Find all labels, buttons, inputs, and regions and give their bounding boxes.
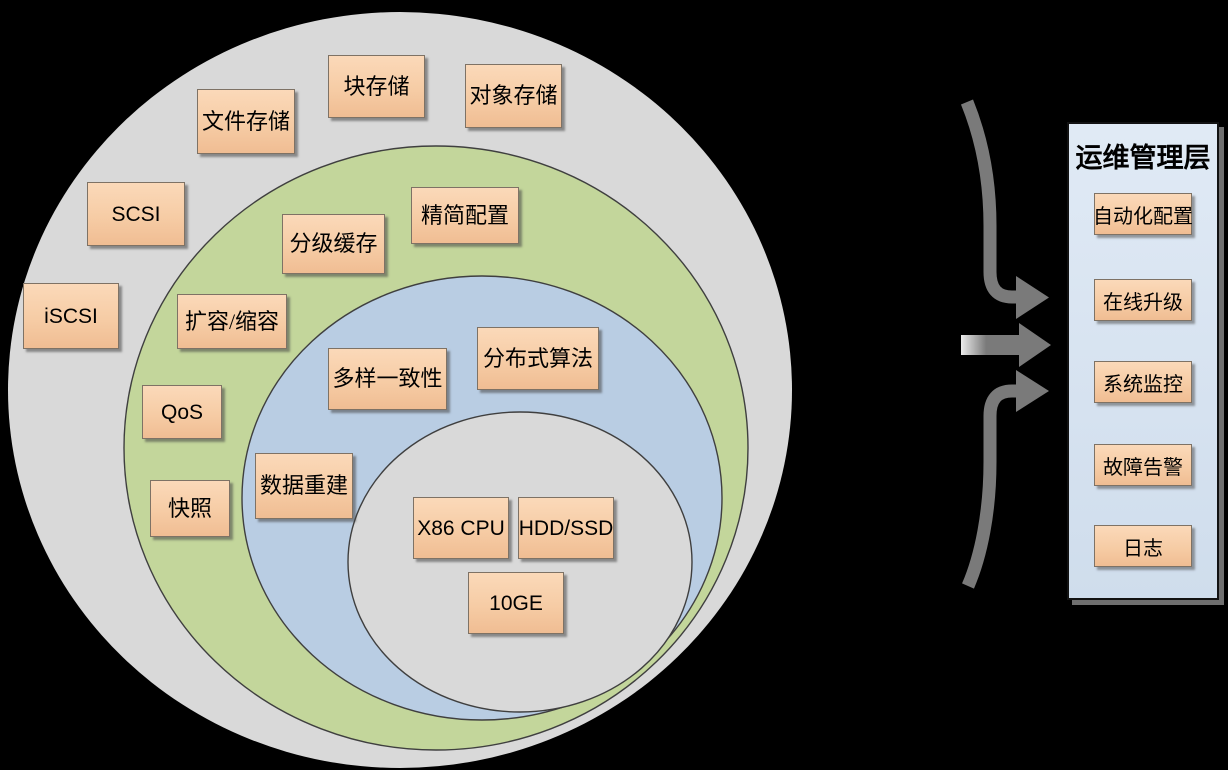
node-file-storage: 文件存储: [197, 89, 295, 154]
node-tiered-cache: 分级缓存: [282, 214, 385, 274]
straight-arrow-middle: [961, 323, 1051, 367]
core-ellipse: [347, 411, 693, 713]
node-x86-cpu: X86 CPU: [413, 497, 509, 559]
panel-item-online-upgrade: 在线升级: [1094, 279, 1192, 321]
node-block-storage: 块存储: [328, 55, 425, 118]
panel-item-auto-config: 自动化配置: [1093, 193, 1193, 235]
node-thin-provisioning: 精简配置: [411, 187, 519, 244]
node-hdd-ssd: HDD/SSD: [518, 497, 614, 559]
node-multi-consistency: 多样一致性: [328, 348, 447, 410]
curved-arrow-bottom: [962, 370, 1049, 589]
panel-item-log: 日志: [1094, 525, 1192, 567]
node-iscsi: iSCSI: [23, 283, 119, 349]
node-scsi: SCSI: [87, 182, 185, 246]
node-distributed-algorithm: 分布式算法: [477, 327, 599, 390]
node-qos: QoS: [142, 385, 222, 439]
panel-item-system-monitor: 系统监控: [1094, 361, 1192, 403]
node-object-storage: 对象存储: [465, 64, 562, 128]
ops-management-panel: 运维管理层 自动化配置 在线升级 系统监控 故障告警 日志: [1067, 122, 1219, 600]
node-scale-in-out: 扩容/缩容: [177, 294, 287, 349]
curved-arrow-top: [960, 99, 1049, 319]
panel-item-fault-alarm: 故障告警: [1094, 444, 1192, 486]
node-data-rebuild: 数据重建: [255, 453, 353, 519]
ops-panel-title: 运维管理层: [1075, 143, 1211, 173]
node-snapshot: 快照: [150, 480, 230, 537]
node-10ge: 10GE: [468, 572, 564, 634]
